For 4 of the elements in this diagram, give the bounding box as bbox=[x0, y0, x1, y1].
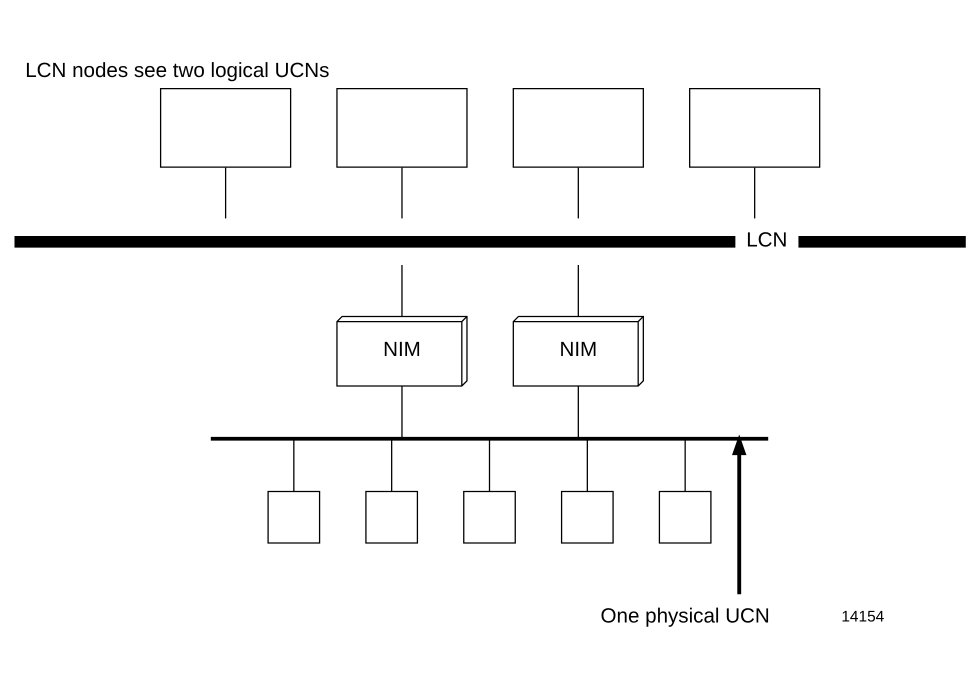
label: 14154 bbox=[841, 608, 884, 626]
node-label: LCN bbox=[746, 228, 788, 252]
diagram-title: LCN nodes see two logical UCNs bbox=[25, 58, 330, 82]
node-text: One physical UCN bbox=[600, 604, 770, 628]
